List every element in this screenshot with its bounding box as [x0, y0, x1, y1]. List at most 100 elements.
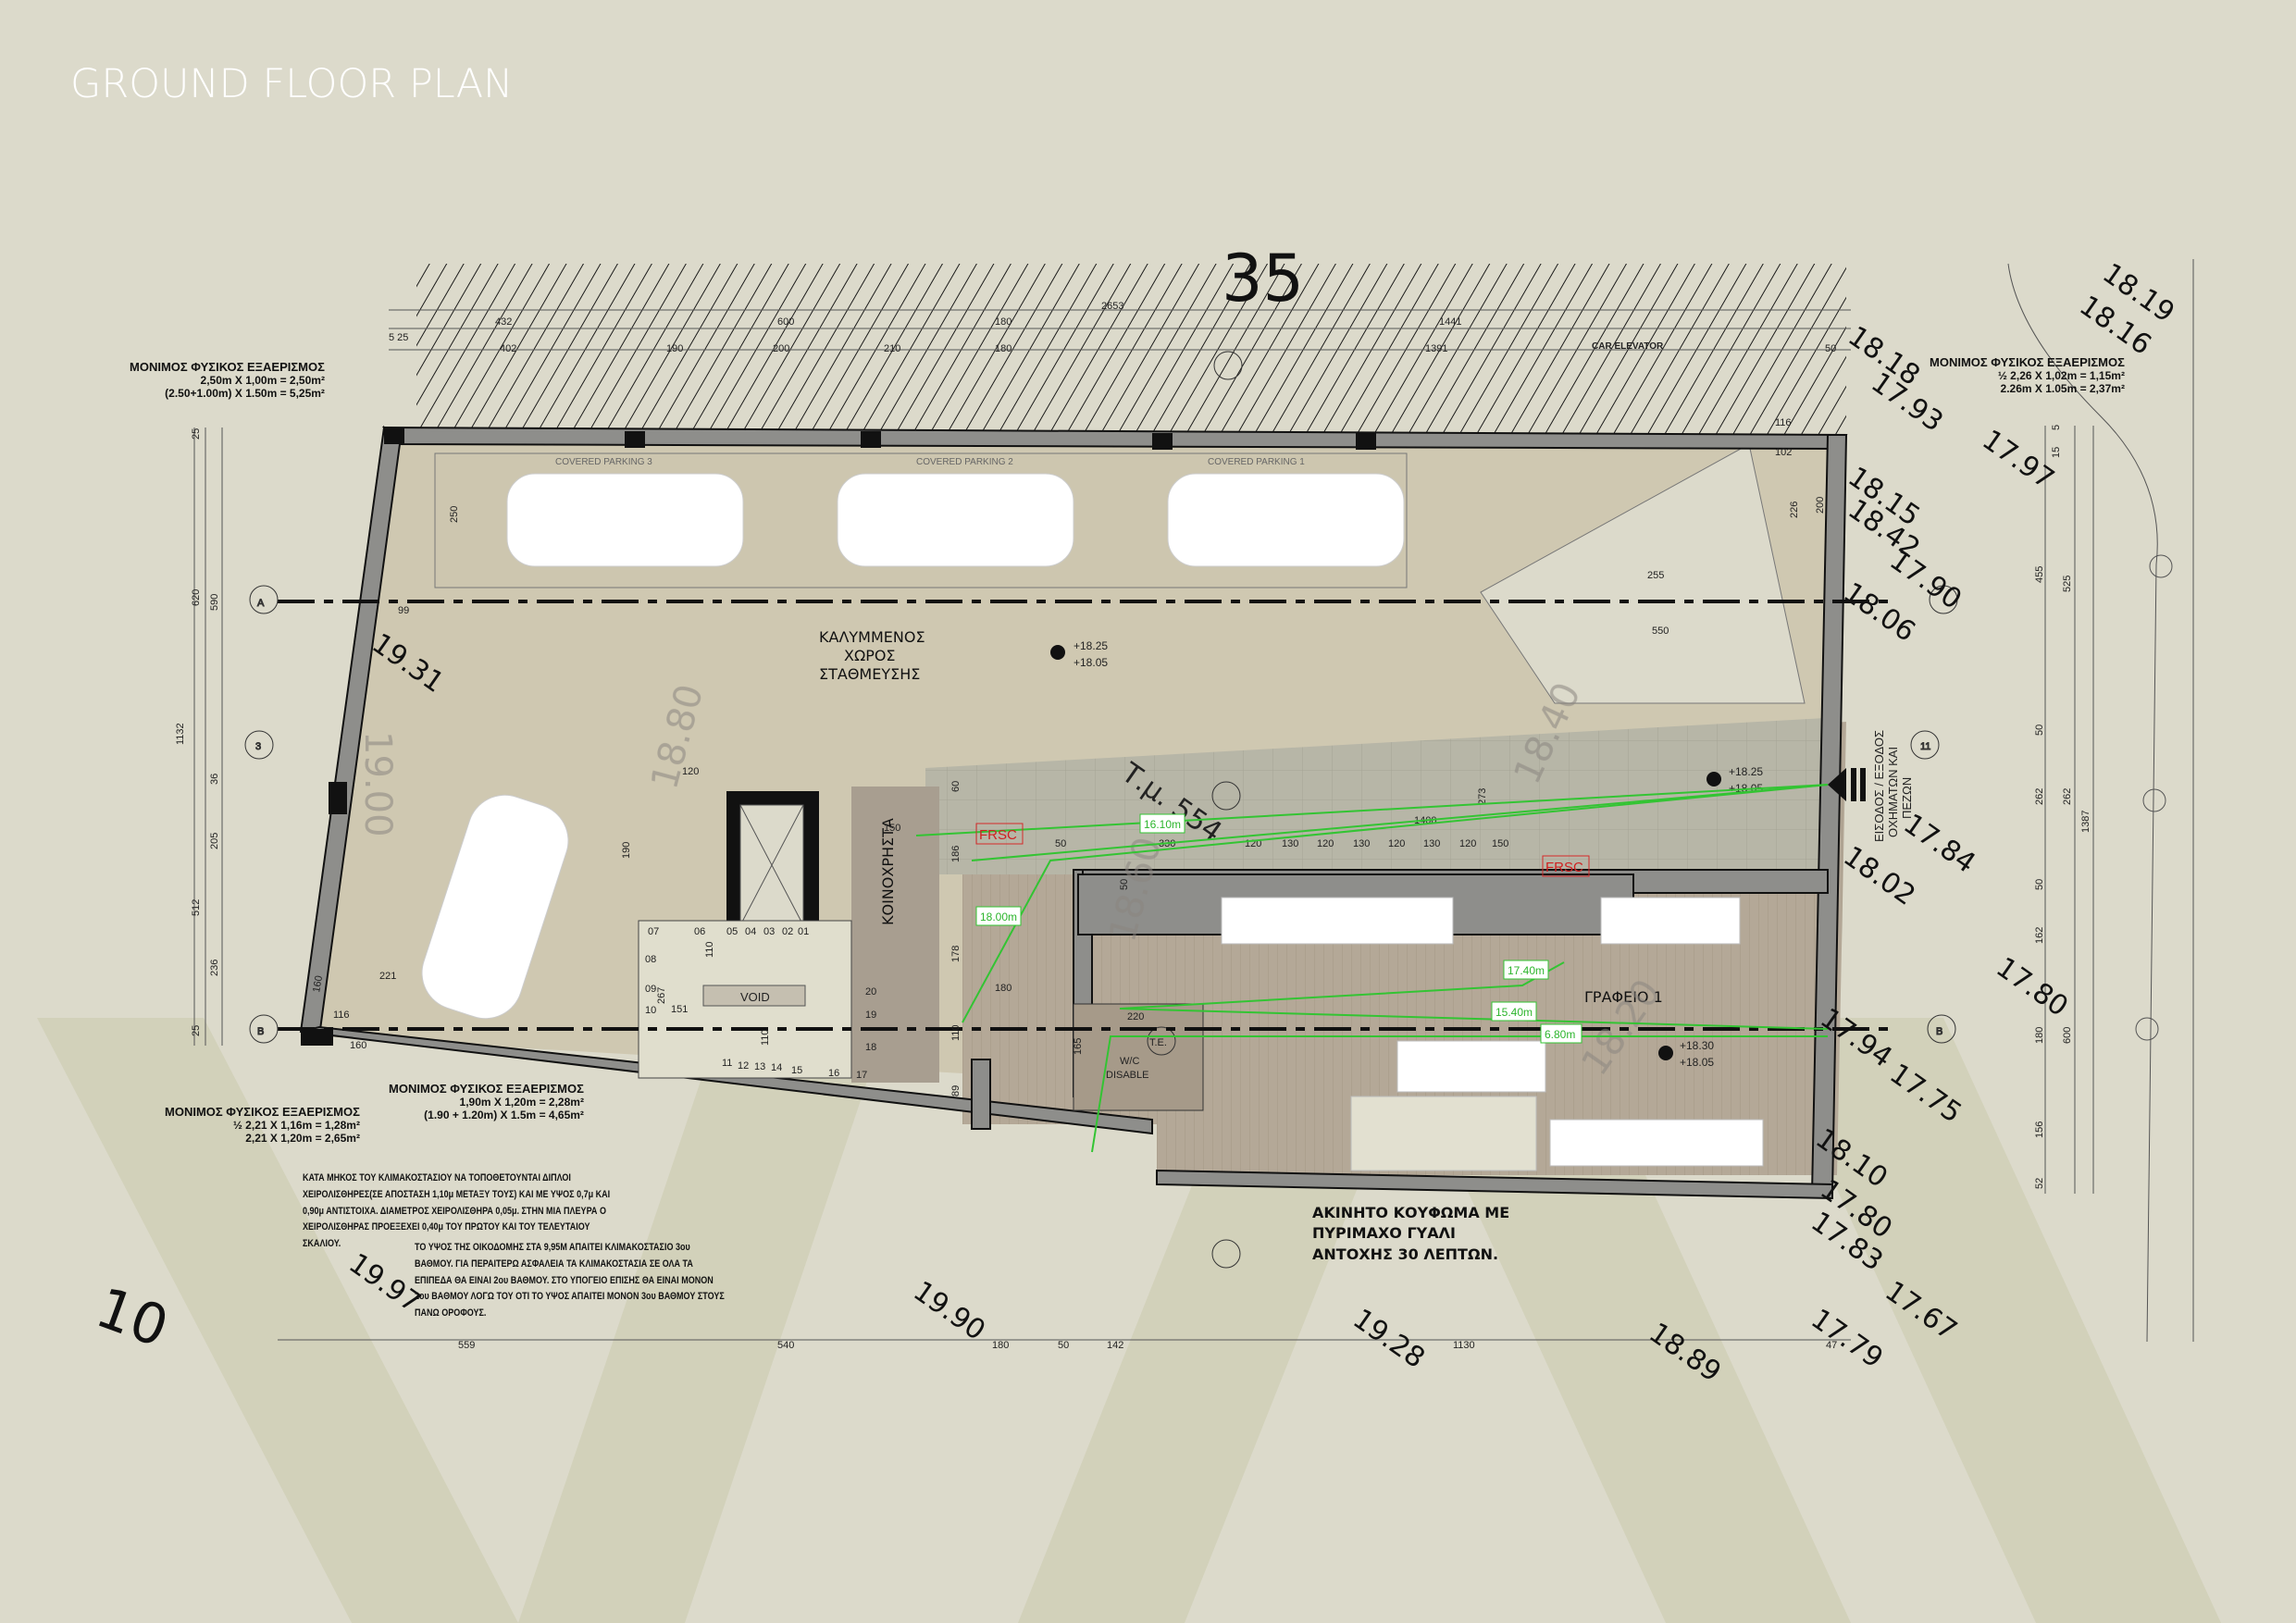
svg-text:+18.05: +18.05 [1680, 1056, 1714, 1069]
svg-text:455: 455 [2034, 566, 2045, 583]
svg-text:130: 130 [1282, 838, 1298, 849]
svg-text:402: 402 [500, 343, 516, 354]
svg-text:620: 620 [191, 589, 202, 606]
svg-text:160: 160 [311, 974, 325, 993]
svg-text:110: 110 [704, 941, 715, 958]
svg-text:262: 262 [2034, 788, 2045, 805]
svg-text:19.28: 19.28 [1347, 1303, 1430, 1375]
svg-text:142: 142 [1107, 1340, 1123, 1351]
dimension-lines [193, 309, 2094, 1341]
svg-text:210: 210 [884, 343, 900, 354]
common-area-label: ΚΟΙΝΟΧΡΗΣΤΑ [879, 818, 897, 925]
site-boundary [2007, 259, 2194, 1343]
svg-text:18.00m: 18.00m [980, 911, 1017, 923]
svg-text:1441: 1441 [1439, 316, 1461, 328]
svg-text:3: 3 [255, 741, 261, 752]
svg-text:99: 99 [398, 605, 409, 616]
svg-text:250: 250 [449, 506, 460, 523]
svg-text:6.80m: 6.80m [1545, 1028, 1575, 1041]
parking-label-2: ΧΩΡΟΣ [844, 647, 896, 664]
svg-text:236: 236 [209, 960, 220, 976]
svg-text:550: 550 [1652, 626, 1669, 637]
escape-distance-labels: 16.10m 18.00m 17.40m 15.40m 6.80m [975, 813, 1582, 1044]
office-desks [1221, 897, 1764, 1171]
section-markers: A 3 B B 11 [244, 351, 1958, 1269]
office-label: ΓΡΑΦΕΙΟ 1 [1584, 988, 1663, 1006]
svg-text:19.90: 19.90 [907, 1275, 990, 1347]
svg-text:255: 255 [1647, 570, 1664, 581]
svg-text:200: 200 [1815, 497, 1826, 514]
parking-label-1: ΚΑΛΥΜΜΕΝΟΣ [819, 628, 925, 646]
svg-text:ΟΧΗΜΑΤΩΝ ΚΑΙ: ΟΧΗΜΑΤΩΝ ΚΑΙ [1886, 747, 1900, 837]
svg-text:186: 186 [950, 846, 962, 862]
svg-text:180: 180 [995, 343, 1011, 354]
svg-text:07: 07 [648, 926, 659, 937]
svg-text:50: 50 [1055, 838, 1066, 849]
left-dimensions: 1132 25 620 512 25 590 36 205 236 [175, 428, 220, 1036]
svg-text:+18.25: +18.25 [1074, 639, 1108, 652]
parking-spot-1: COVERED PARKING 1 [1208, 457, 1305, 467]
svg-text:262: 262 [2062, 788, 2073, 805]
escape-routes [915, 784, 1829, 1153]
svg-text:5 25: 5 25 [389, 332, 408, 343]
svg-text:180: 180 [995, 316, 1011, 328]
road-hatch-area: 35 [416, 241, 1846, 435]
fire-cabinet-labels: FRSC FRSC [975, 823, 1590, 877]
svg-text:03: 03 [763, 926, 775, 937]
svg-text:15: 15 [791, 1065, 802, 1076]
svg-text:1132: 1132 [175, 723, 186, 745]
top-dimensions: 432 600 180 2653 1441 5 25 402 190 200 2… [389, 301, 1836, 354]
svg-text:190: 190 [621, 842, 632, 859]
svg-text:267: 267 [656, 987, 667, 1004]
svg-text:200: 200 [773, 343, 789, 354]
svg-text:130: 130 [1353, 838, 1370, 849]
svg-text:162: 162 [2034, 927, 2045, 944]
svg-text:50: 50 [2034, 725, 2045, 736]
svg-text:1130: 1130 [1453, 1340, 1475, 1351]
svg-text:01: 01 [798, 926, 809, 937]
svg-text:17.97: 17.97 [1976, 424, 2059, 496]
svg-text:DISABLE: DISABLE [1106, 1070, 1148, 1081]
svg-text:FRSC: FRSC [979, 827, 1017, 843]
svg-text:116: 116 [1775, 417, 1792, 428]
svg-text:559: 559 [458, 1340, 475, 1351]
ventilation-note-bottom-left: ΜΟΝΙΜΟΣ ΦΥΣΙΚΟΣ ΕΞΑΕΡΙΣΜΟΣ ½ 2,21 X 1,16… [165, 1105, 360, 1145]
svg-text:02: 02 [782, 926, 793, 937]
svg-text:165: 165 [1073, 1038, 1084, 1055]
svg-text:110: 110 [760, 1029, 771, 1046]
svg-text:130: 130 [1423, 838, 1440, 849]
svg-text:120: 120 [1388, 838, 1405, 849]
svg-text:19.00: 19.00 [356, 731, 399, 837]
svg-text:600: 600 [2062, 1027, 2073, 1044]
void-label: VOID [740, 990, 770, 1004]
svg-text:50: 50 [1058, 1340, 1069, 1351]
car-elevator-label: CAR ELEVATOR [1592, 341, 1664, 352]
svg-text:T.E.: T.E. [1149, 1037, 1167, 1048]
svg-text:120: 120 [682, 766, 699, 777]
svg-text:102: 102 [1775, 447, 1792, 458]
svg-text:17.79: 17.79 [1805, 1303, 1888, 1375]
ventilation-note-top-right: ΜΟΝΙΜΟΣ ΦΥΣΙΚΟΣ ΕΞΑΕΡΙΣΜΟΣ ½ 2,26 X 1,02… [1930, 355, 2125, 395]
elevator-shaft [739, 804, 804, 926]
svg-text:14: 14 [771, 1062, 782, 1073]
road-number-bottom: 10 [88, 1275, 177, 1360]
staircase: VOID 07 06 05 04 03 02 01 08 09 10 11 12… [638, 920, 876, 1081]
svg-text:116: 116 [333, 1010, 350, 1021]
parking-label-3: ΣΤΑΘΜΕΥΣΗΣ [819, 665, 920, 683]
svg-text:205: 205 [209, 833, 220, 849]
svg-text:+18.30: +18.30 [1680, 1039, 1714, 1052]
svg-text:25: 25 [191, 1025, 202, 1036]
svg-text:B: B [1936, 1026, 1942, 1037]
svg-text:16.10m: 16.10m [1144, 818, 1181, 831]
svg-text:W/C: W/C [1120, 1056, 1139, 1067]
svg-text:17.40m: 17.40m [1508, 964, 1545, 977]
right-dimensions: 5 15 455 50 262 50 162 180 156 52 525 26… [2034, 425, 2091, 1189]
svg-text:16: 16 [828, 1068, 839, 1079]
svg-text:19: 19 [865, 1010, 876, 1021]
svg-text:08: 08 [645, 954, 656, 965]
svg-text:151: 151 [671, 1004, 688, 1015]
svg-text:36: 36 [209, 774, 220, 785]
svg-text:50: 50 [1825, 343, 1836, 354]
svg-text:150: 150 [884, 823, 900, 834]
